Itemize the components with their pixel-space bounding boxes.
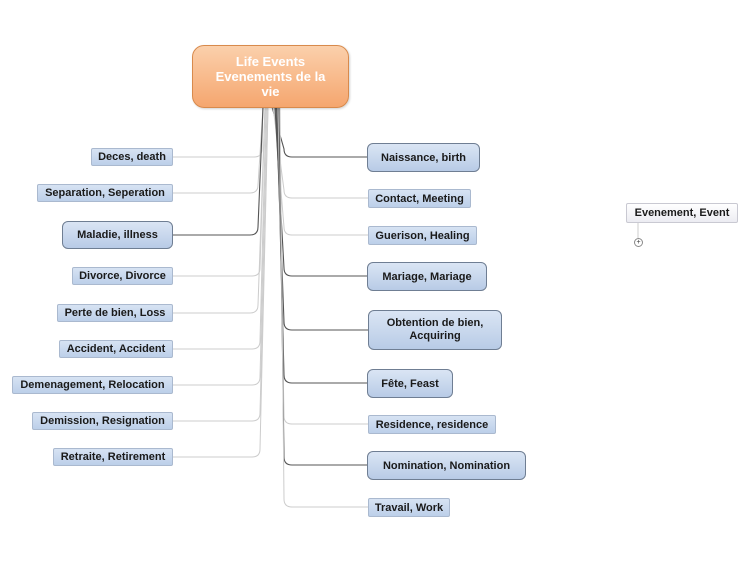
connector-line <box>173 106 264 158</box>
central-topic-line-1: Life Events <box>235 54 306 69</box>
topic-label: Nomination, Nomination <box>382 459 511 472</box>
connector-line <box>274 106 367 277</box>
topic-divorce[interactable]: Divorce, Divorce <box>72 267 173 285</box>
topic-nomination[interactable]: Nomination, Nomination <box>367 451 526 480</box>
topic-retraite[interactable]: Retraite, Retirement <box>53 448 173 466</box>
topic-label: Deces, death <box>98 151 166 163</box>
topic-perte-de-bien[interactable]: Perte de bien, Loss <box>57 304 173 322</box>
central-topic-line-2: Evenements de la <box>215 69 326 84</box>
central-topic[interactable]: Life Events Evenements de la vie <box>192 45 349 108</box>
topic-accident[interactable]: Accident, Accident <box>59 340 173 358</box>
connector-line <box>276 106 367 384</box>
topic-residence[interactable]: Residence, residence <box>368 415 496 434</box>
topic-label: Demission, Resignation <box>40 415 165 427</box>
topic-travail[interactable]: Travail, Work <box>368 498 450 517</box>
expand-plus-icon[interactable]: + <box>634 238 643 247</box>
topic-deces[interactable]: Deces, death <box>91 148 173 166</box>
topic-label: Naissance, birth <box>381 151 466 164</box>
connector-line <box>272 106 368 199</box>
topic-label: Fête, Feast <box>381 377 439 390</box>
topic-label: Separation, Seperation <box>45 187 165 199</box>
topic-mariage[interactable]: Mariage, Mariage <box>367 262 487 291</box>
connector-line <box>173 106 267 350</box>
connector-line <box>173 106 266 277</box>
connector-line <box>271 106 367 158</box>
connector-line <box>173 106 269 458</box>
connector-line <box>277 106 368 425</box>
topic-label: Perte de bien, Loss <box>64 307 166 319</box>
topic-obtention-de-bien[interactable]: Obtention de bien, Acquiring <box>368 310 502 350</box>
connector-line <box>173 106 269 422</box>
topic-maladie[interactable]: Maladie, illness <box>62 221 173 249</box>
topic-label: Accident, Accident <box>66 343 166 355</box>
topic-label: Travail, Work <box>374 501 444 514</box>
topic-guerison[interactable]: Guerison, Healing <box>368 226 477 245</box>
connector-line <box>173 106 264 236</box>
topic-label: Obtention de bien, Acquiring <box>386 317 484 342</box>
topic-contact[interactable]: Contact, Meeting <box>368 189 471 208</box>
connector-line <box>173 106 266 314</box>
central-topic-line-3: vie <box>261 84 280 99</box>
topic-demission[interactable]: Demission, Resignation <box>32 412 173 430</box>
connector-line <box>273 106 368 236</box>
topic-label: Residence, residence <box>375 418 489 431</box>
connector-line <box>173 106 268 386</box>
connector-line <box>279 106 368 508</box>
topic-fete[interactable]: Fête, Feast <box>367 369 453 398</box>
topic-label: Demenagement, Relocation <box>20 379 165 391</box>
topic-naissance[interactable]: Naissance, birth <box>367 143 480 172</box>
topic-separation[interactable]: Separation, Seperation <box>37 184 173 202</box>
topic-demenagement[interactable]: Demenagement, Relocation <box>12 376 173 394</box>
topic-label: Evenement, Event <box>634 207 730 219</box>
connector-line <box>278 106 367 466</box>
connector-line <box>275 106 368 331</box>
topic-label: Mariage, Mariage <box>382 270 472 283</box>
topic-label: Contact, Meeting <box>375 192 464 205</box>
topic-label: Maladie, illness <box>77 229 158 241</box>
topic-label: Guerison, Healing <box>375 229 470 242</box>
topic-label: Retraite, Retirement <box>60 451 166 463</box>
topic-label: Divorce, Divorce <box>79 270 166 282</box>
floating-topic-evenement[interactable]: Evenement, Event <box>626 203 738 223</box>
connector-line <box>173 106 264 194</box>
